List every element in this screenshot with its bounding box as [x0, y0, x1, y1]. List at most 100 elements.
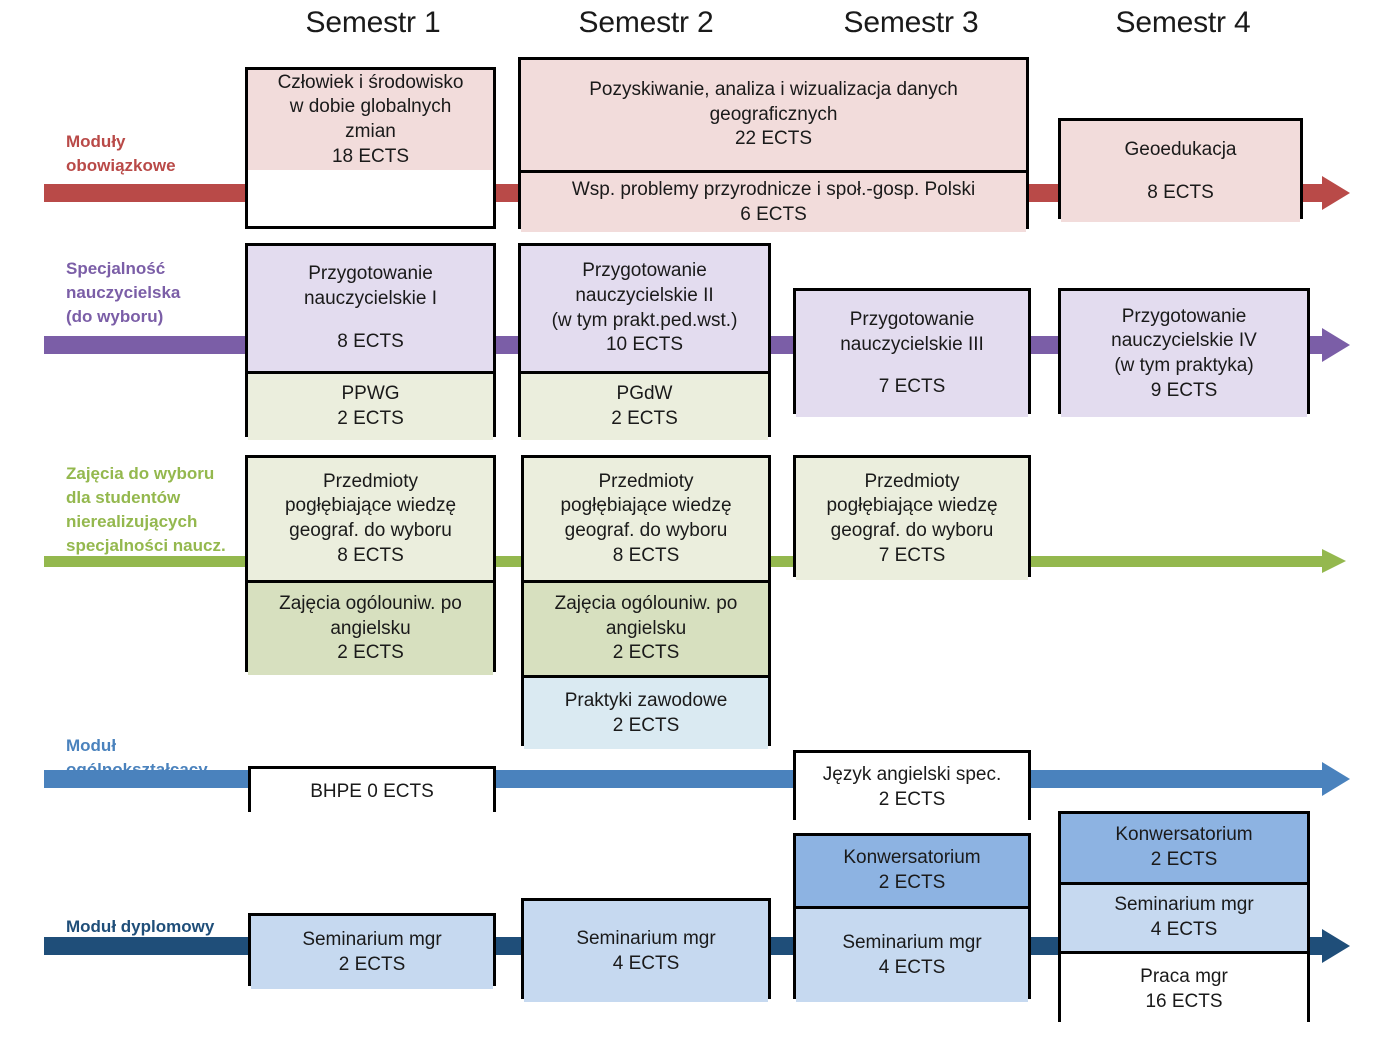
row-label-line: obowiązkowe	[66, 156, 176, 176]
course-text-line: 7 ECTS	[878, 544, 946, 566]
box-seminarium-mgr-s1-cell-1[interactable]: Seminarium mgr 2 ECTS	[251, 916, 493, 989]
box-przygotowanie-nauczycielskie-2-cell-2[interactable]: PGdW 2 ECTS	[521, 371, 768, 440]
course-text-line: Przygotowanie	[849, 308, 975, 330]
course-text-line: Pozyskiwanie, analiza i wizualizacja dan…	[589, 78, 958, 100]
course-text-line: 7 ECTS	[878, 376, 946, 398]
box-pozyskiwanie-analiza-cell-1[interactable]: Pozyskiwanie, analiza i wizualizacja dan…	[521, 60, 1026, 170]
box-seminarium-mgr-s1[interactable]: Seminarium mgr 2 ECTS	[248, 913, 496, 989]
track-arrowhead-moduly-obowiazkowe	[1322, 176, 1350, 210]
semester-header-1: Semestr 1	[305, 6, 441, 39]
course-text-line: pogłębiające wiedzę	[560, 495, 732, 517]
row-label-line: Moduł	[66, 736, 117, 755]
course-text-line: BHPE 0 ECTS	[310, 780, 434, 802]
course-text-line: pogłębiające wiedzę	[284, 495, 457, 517]
course-text-line: 2 ECTS	[1150, 849, 1218, 870]
row-label-line: Moduły	[66, 132, 126, 151]
row-label-line: (do wyboru)	[66, 307, 164, 327]
course-text-line: 4 ECTS	[612, 952, 680, 974]
course-text-line: Przygotowanie	[582, 260, 707, 282]
box-pozyskiwanie-analiza[interactable]: Pozyskiwanie, analiza i wizualizacja dan…	[518, 57, 1029, 232]
course-text-line: Seminarium mgr	[1114, 894, 1254, 916]
course-text-line: 16 ECTS	[1145, 990, 1223, 1012]
course-text-line: PPWG	[341, 383, 400, 405]
row-label-line: Specjalność	[66, 259, 166, 278]
course-text-line: angielsku	[330, 617, 411, 639]
box-pozyskiwanie-analiza-cell-2[interactable]: Wsp. problemy przyrodnicze i społ.-gosp.…	[521, 170, 1026, 232]
course-text-line: geograficznych	[709, 103, 838, 125]
course-text-line: Praca mgr	[1140, 965, 1228, 987]
course-text-line: PGdW	[616, 383, 673, 405]
course-text-line: Konwersatorium	[1115, 824, 1253, 846]
box-dyplomowy-s4-cell-2[interactable]: Seminarium mgr 4 ECTS	[1061, 882, 1307, 951]
box-jezyk-angielski-spec-cell-1[interactable]: Język angielski spec.2 ECTS	[796, 753, 1028, 823]
course-text-line: 8 ECTS	[337, 544, 404, 566]
box-bhpe[interactable]: BHPE 0 ECTS	[248, 766, 496, 815]
course-text-line: Przedmioty	[322, 470, 419, 492]
row-label-modul-dyplomowy: Moduł dyplomowy	[66, 915, 214, 939]
course-text-line: 8 ECTS	[337, 330, 404, 352]
box-dyplomowy-s4-cell-3[interactable]: Praca mgr 16 ECTS	[1061, 951, 1307, 1025]
box-dyplomowy-s4[interactable]: Konwersatorium 2 ECTS Seminarium mgr 4 ECTS…	[1058, 811, 1310, 1025]
course-text-line: nauczycielskie III	[840, 333, 984, 355]
course-text-line: Seminarium mgr	[302, 928, 442, 950]
course-text-line: 4 ECTS	[1150, 919, 1218, 940]
box-przygotowanie-nauczycielskie-3-cell-1[interactable]: Przygotowanie nauczycielskie III 7 ECTS	[796, 291, 1028, 417]
row-label-line: specjalności naucz.	[66, 536, 226, 556]
box-bhpe-cell-1[interactable]: BHPE 0 ECTS	[251, 769, 493, 815]
semester-header-2: Semestr 2	[578, 6, 714, 39]
course-text-line: geograf. do wyboru	[564, 520, 728, 541]
course-text-line: zmian	[345, 121, 396, 142]
course-text-line: (w tym prakt.ped.wst.)	[551, 309, 738, 331]
course-text-line: Przygotowanie	[308, 263, 433, 285]
course-text-line: 2 ECTS	[612, 714, 680, 736]
row-label-line: dla studentów	[66, 488, 181, 508]
row-label-line: nierealizujących	[66, 512, 198, 532]
course-text-line: pogłębiające wiedzę	[826, 495, 998, 517]
course-text-line: Wsp. problemy przyrodnicze i społ.-gosp.…	[571, 178, 976, 200]
course-text-line: 2 ECTS	[611, 408, 678, 429]
course-text-line: angielsku	[605, 617, 687, 639]
box-przygotowanie-nauczycielskie-3[interactable]: Przygotowanie nauczycielskie III 7 ECTS	[793, 288, 1031, 417]
course-text-line: Konwersatorium	[843, 847, 981, 869]
course-text-line: 4 ECTS	[878, 956, 946, 978]
box-jezyk-angielski-spec[interactable]: Język angielski spec.2 ECTS	[793, 750, 1031, 823]
course-text-line: 8 ECTS	[1147, 181, 1214, 203]
course-text-line: w dobie globalnych	[289, 96, 452, 118]
box-dyplomowy-s4-cell-1[interactable]: Konwersatorium 2 ECTS	[1061, 814, 1307, 882]
course-text-line: (w tym praktyka)	[1114, 355, 1254, 376]
course-text-line: 2 ECTS	[338, 953, 406, 975]
course-text-line: 10 ECTS	[605, 334, 684, 356]
course-text-line: 2 ECTS	[878, 789, 946, 810]
course-text-line: 22 ECTS	[734, 128, 813, 150]
track-arrowhead-modul-ogolnoksztalcacy	[1322, 762, 1350, 796]
